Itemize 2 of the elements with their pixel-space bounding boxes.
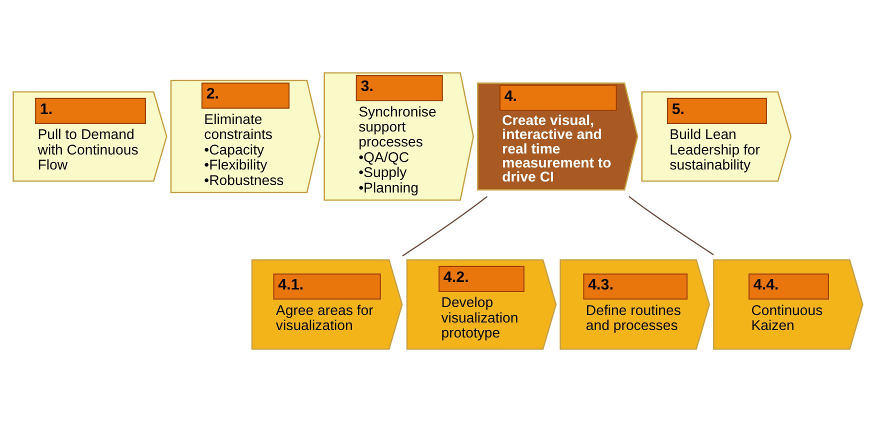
connector: [628, 196, 714, 256]
connector: [402, 196, 488, 256]
